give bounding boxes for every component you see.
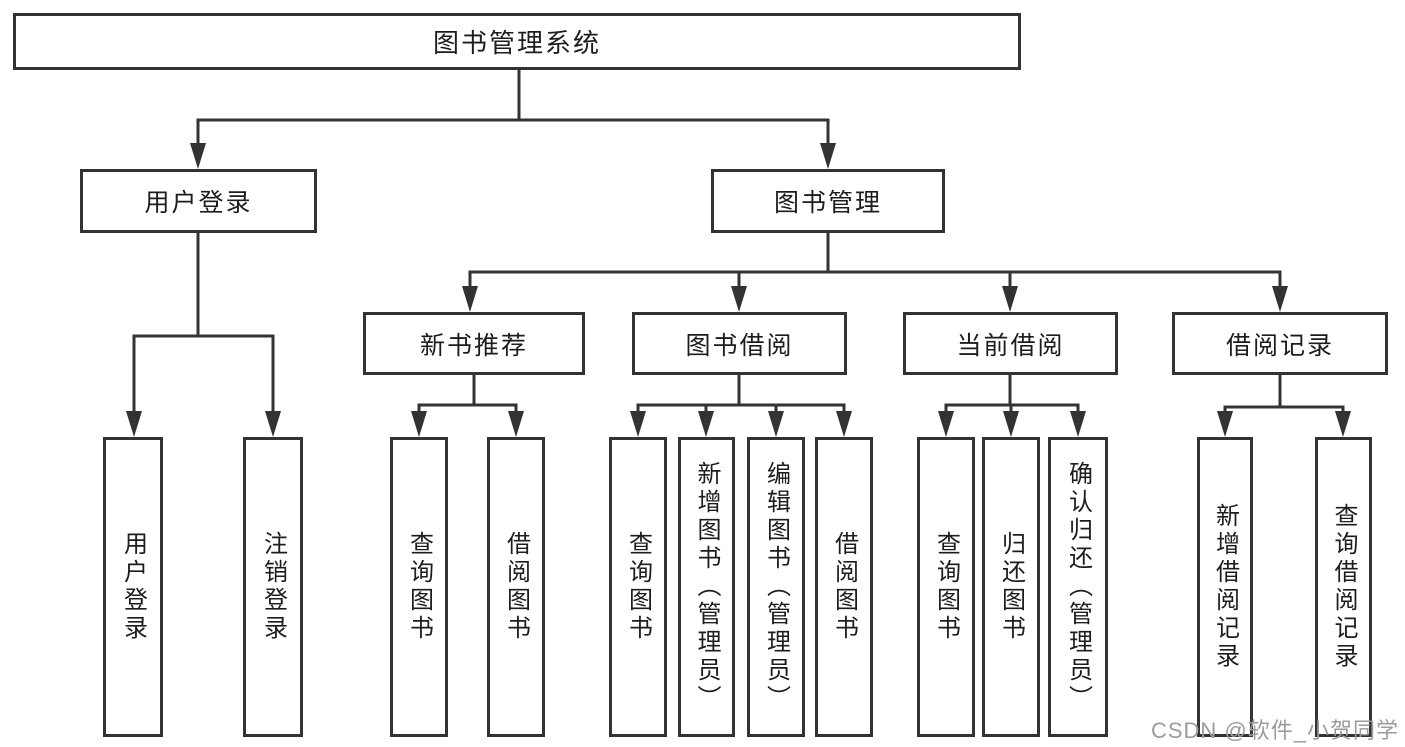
node-confirm-return-admin: 确认归还（管理员） — [1048, 437, 1108, 737]
node-edit-books-admin: 编辑图书（管理员） — [747, 437, 805, 737]
node-borrowing-records: 借阅记录 — [1172, 312, 1388, 375]
csdn-watermark: CSDN @软件_小贺同学 — [1150, 718, 1399, 743]
node-root-label: 图书管理系统 — [432, 28, 601, 58]
node-borrow-books-action: 借阅图书 — [815, 437, 873, 737]
node-return-books: 归还图书 — [982, 437, 1040, 737]
node-new-book-recommendation-label: 新书推荐 — [419, 331, 528, 360]
arrowheads — [126, 143, 1351, 437]
node-book-management-label: 图书管理 — [773, 189, 882, 217]
node-add-borrow-record: 新增借阅记录 — [1197, 437, 1253, 737]
node-book-borrowing-label: 图书借阅 — [685, 331, 794, 360]
node-user-login: 用户登录 — [80, 169, 317, 233]
node-root: 图书管理系统 — [13, 13, 1021, 70]
node-book-borrowing: 图书借阅 — [632, 312, 847, 375]
node-query-books-current: 查询图书 — [917, 437, 975, 737]
node-user-login-label: 用户登录 — [144, 189, 253, 217]
node-borrow-books-recommend: 借阅图书 — [487, 437, 545, 737]
node-query-books-borrowing: 查询图书 — [609, 437, 667, 737]
node-book-management: 图书管理 — [711, 169, 945, 233]
node-current-borrowing-label: 当前借阅 — [956, 331, 1065, 360]
node-add-books-admin: 新增图书（管理员） — [678, 437, 735, 737]
node-user-login-action: 用户登录 — [103, 437, 163, 737]
node-borrowing-records-label: 借阅记录 — [1225, 331, 1334, 360]
node-query-borrow-record: 查询借阅记录 — [1315, 437, 1372, 737]
node-current-borrowing: 当前借阅 — [903, 312, 1118, 375]
node-logout-action: 注销登录 — [243, 437, 303, 737]
tree-branch-lines — [132, 70, 1345, 415]
node-new-book-recommendation: 新书推荐 — [363, 312, 585, 375]
node-query-books-recommend: 查询图书 — [390, 437, 448, 737]
